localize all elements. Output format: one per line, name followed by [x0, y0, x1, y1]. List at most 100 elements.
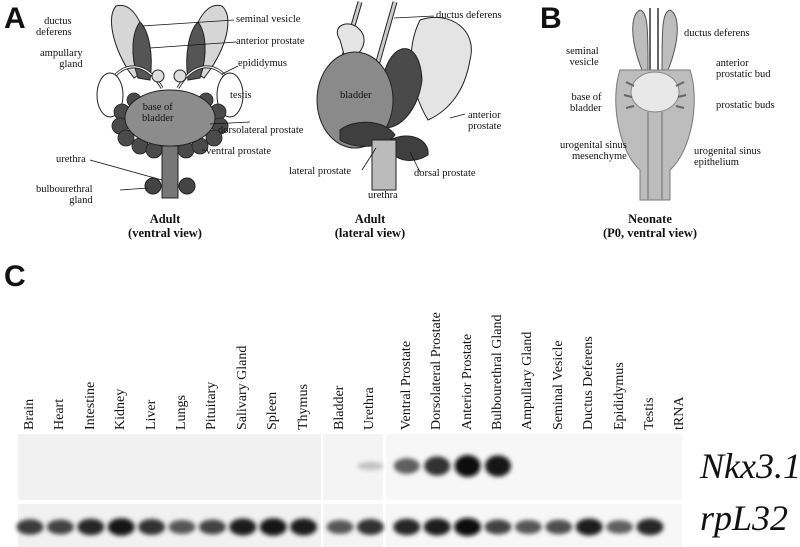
lateral-label-anterior-prostate: anterior prostate — [468, 110, 502, 132]
rpl32-band — [16, 519, 44, 535]
lane-label-text: Anterior Prostate — [459, 333, 475, 430]
lane-label-text: Heart — [52, 398, 68, 430]
nkx-band — [454, 455, 481, 477]
rpl32-band — [454, 518, 482, 536]
label-epididymus: epididymus — [238, 58, 287, 69]
label-testis: testis — [230, 90, 252, 101]
nkx-band — [357, 461, 384, 471]
label-anterior-prostate: anterior prostate — [236, 36, 305, 47]
lane-label: tRNA — [665, 330, 695, 430]
nkx-bands — [357, 455, 511, 477]
lane-label: Heart — [45, 330, 75, 430]
lane-label-text: tRNA — [672, 396, 688, 430]
lane-label-text: Liver — [143, 399, 159, 430]
lane-label-text: Kidney — [113, 388, 129, 430]
lane-label-text: Salivary Gland — [234, 345, 250, 430]
neonate-label-prostatic-buds: prostatic buds — [716, 100, 775, 111]
lane-label: Brain — [15, 330, 45, 430]
lateral-label-urethra: urethra — [368, 190, 398, 201]
lane-label: Dorsolateral Prostate — [422, 312, 452, 430]
rpl32-band — [77, 518, 105, 536]
neonate-label-ugs-epithelium: urogenital sinus epithelium — [694, 146, 761, 168]
lateral-label-bladder: bladder — [340, 90, 372, 101]
lane-label-text: Ventral Prostate — [398, 340, 414, 430]
rpl32-band — [514, 520, 542, 534]
rpl32-band — [168, 520, 196, 534]
lane-label: Kidney — [106, 330, 136, 430]
rpl32-band — [326, 520, 354, 534]
lane-label: Epididymus — [605, 330, 635, 430]
rpl32-band — [575, 518, 603, 536]
lane-label-text: Lungs — [174, 395, 189, 430]
label-ductus-deferens: ductus deferens — [36, 16, 72, 38]
rpl32-band — [259, 518, 287, 536]
neonate-label-ductus-deferens: ductus deferens — [684, 28, 750, 39]
adult-lateral-diagram — [316, 1, 472, 191]
lane-label-text: Urethra — [362, 387, 378, 430]
label-ampullary-gland: ampullary gland — [40, 48, 83, 70]
nkx-band — [393, 458, 420, 474]
lane-label-text: Dorsolateral Prostate — [429, 312, 445, 430]
rpl32-band — [46, 519, 74, 535]
lane-label: Ampullary Gland — [513, 330, 543, 430]
panel-c-letter: C — [4, 260, 26, 293]
adult-ventral-diagram — [89, 4, 251, 199]
nkx-band — [485, 455, 511, 477]
rpl32-band — [290, 518, 318, 536]
lane-label-text: Bulbourethral Gland — [490, 314, 505, 430]
rpl32-band — [636, 518, 664, 536]
neonate-label-seminal-vesicle: seminal vesicle — [566, 46, 599, 68]
caption-neonate: Neonate (P0, ventral view) — [602, 212, 698, 240]
lane-label-text: Epididymus — [611, 362, 627, 430]
lane-label: Salivary Gland — [228, 330, 258, 430]
rpl32-band — [356, 519, 384, 535]
label-dorsolateral-prostate: dorsolateral prostate — [218, 125, 304, 136]
label-base-of-bladder: base of bladder — [142, 102, 174, 124]
lane-label-text: Pituitary — [204, 381, 220, 430]
lane-label: Bulbourethral Gland — [483, 315, 513, 430]
lane-label: Pituitary — [197, 330, 227, 430]
northern-blot — [16, 434, 682, 547]
label-seminal-vesicle: seminal vesicle — [236, 14, 301, 25]
lane-label: Bladder — [325, 330, 355, 430]
lane-label: Intestine — [76, 330, 106, 430]
lane-label-text: Thymus — [295, 384, 311, 430]
lane-label: Anterior Prostate — [453, 330, 483, 430]
rpl32-band — [229, 518, 257, 536]
gene-label-rpl32: rpL32 — [700, 498, 789, 538]
panel-b-letter: B — [540, 2, 562, 35]
lane-label-text: Ampullary Gland — [520, 331, 536, 430]
lane-label: Thymus — [289, 330, 319, 430]
lateral-label-dorsal-prostate: dorsal prostate — [414, 168, 476, 179]
lane-label: Lungs — [167, 330, 197, 430]
caption-adult-lateral: Adult (lateral view) — [334, 212, 406, 240]
rpl32-band — [423, 518, 451, 536]
lane-label: Testis — [635, 330, 665, 430]
gene-label-nkx3-1: Nkx3.1 — [700, 446, 800, 486]
rpl32-band — [606, 520, 634, 534]
lane-label-text: Seminal Vesicle — [550, 340, 566, 430]
rpl32-band — [138, 519, 166, 535]
lateral-label-ductus-deferens: ductus deferens — [436, 10, 502, 21]
label-ventral-prostate: ventral prostate — [206, 146, 272, 157]
lane-label: Ventral Prostate — [392, 330, 422, 430]
lateral-label-lateral-prostate: lateral prostate — [289, 166, 352, 177]
lane-label: Urethra — [355, 330, 385, 430]
rpl32-band — [393, 518, 421, 536]
lane-label-text: Bladder — [332, 385, 347, 430]
lane-label-text: Brain — [22, 398, 37, 430]
nkx-band — [424, 456, 451, 476]
label-urethra: urethra — [56, 154, 86, 165]
lane-label: Seminal Vesicle — [544, 330, 574, 430]
neonate-label-base-of-bladder: base of bladder — [570, 92, 602, 114]
lane-label-text: Intestine — [82, 381, 98, 430]
lane-label-text: Spleen — [265, 391, 281, 430]
neonate-diagram — [615, 8, 695, 201]
panel-a-letter: A — [4, 2, 26, 35]
rpl32-band — [545, 519, 573, 535]
rpl32-band — [198, 519, 226, 535]
neonate-label-anterior-prostatic-bud: anterior prostatic bud — [716, 58, 771, 80]
lane-label: Liver — [137, 330, 167, 430]
neonate-label-ugs-mesenchyme: urogenital sinus mesenchyme — [560, 140, 627, 162]
